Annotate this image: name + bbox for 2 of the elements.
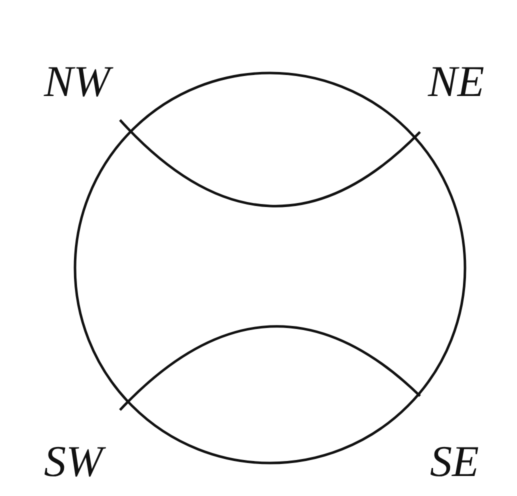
direction-label: NE bbox=[428, 60, 484, 104]
direction-label: SE bbox=[430, 440, 479, 484]
